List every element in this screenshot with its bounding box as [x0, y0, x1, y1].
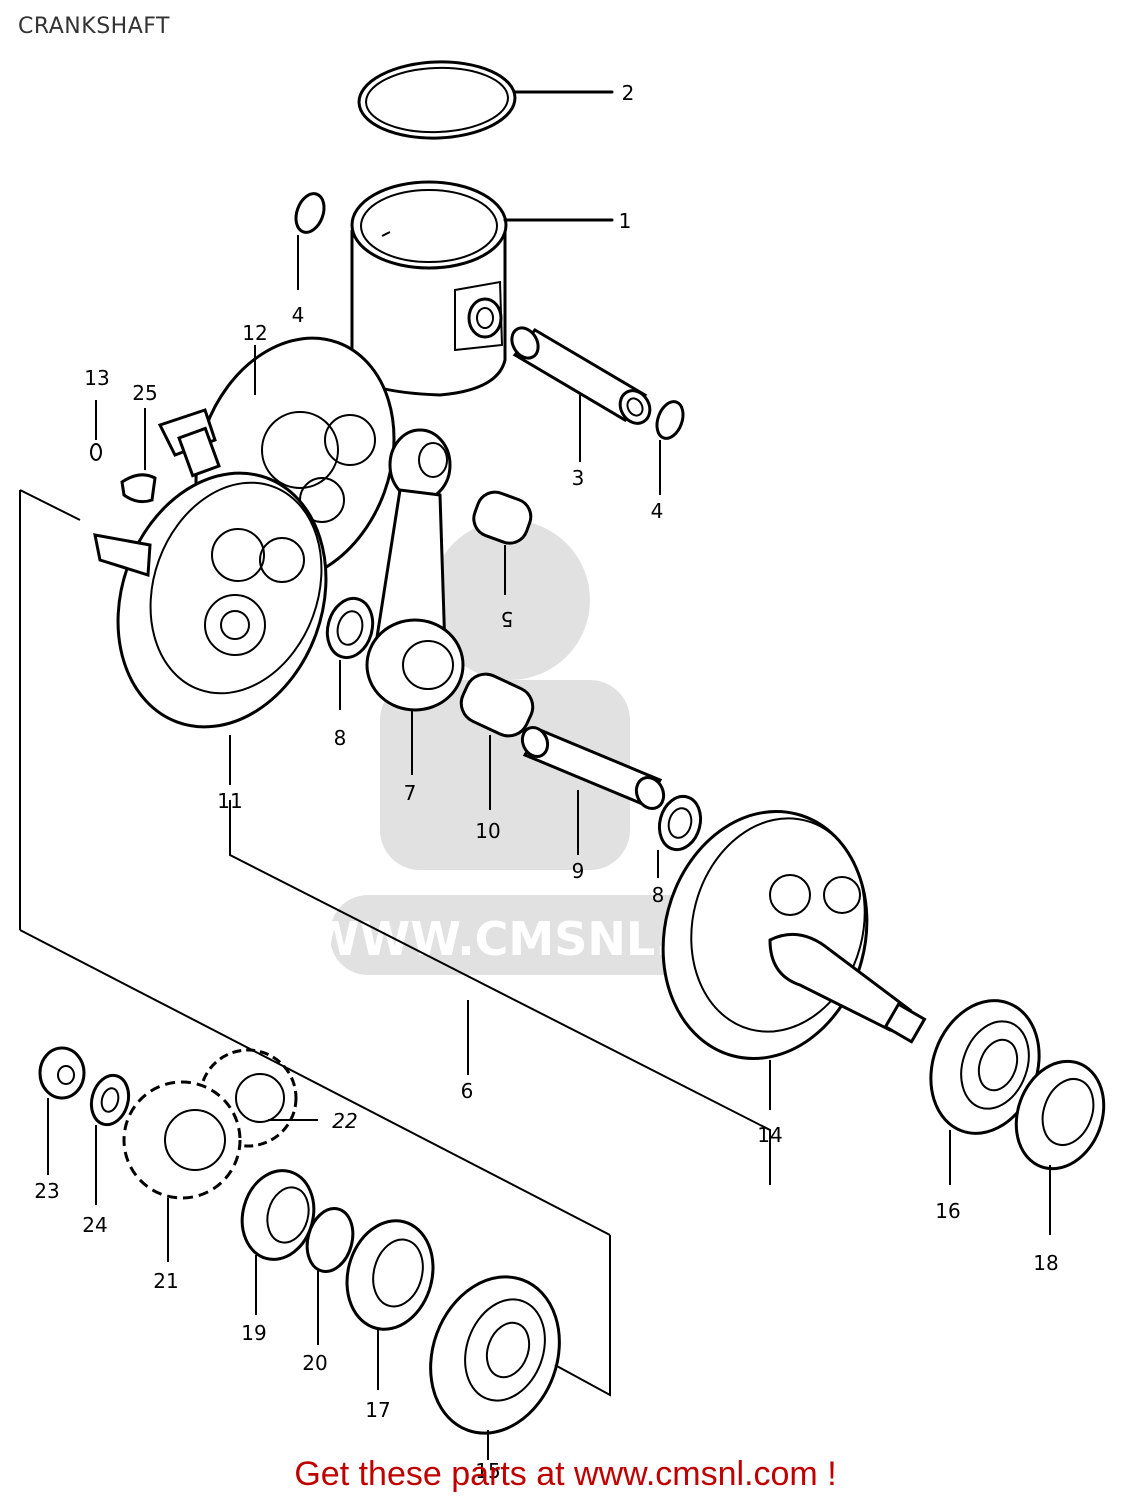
label-crank-rear: 12	[242, 321, 267, 345]
oil-seal-left	[240, 1169, 316, 1315]
label-gear-22: 22	[332, 1109, 357, 1133]
small-pin-and-key	[90, 400, 157, 504]
footer-link-text[interactable]: Get these parts at www.cmsnl.com !	[294, 1455, 837, 1493]
piston-ring	[357, 60, 614, 140]
label-crank-pin: 9	[572, 859, 585, 883]
label-piston-pin: 3	[572, 466, 585, 490]
big-end-bearing	[459, 672, 535, 810]
page-title: CRANKSHAFT	[18, 14, 170, 39]
crank-pin	[520, 725, 666, 855]
primary-gear	[122, 1048, 318, 1262]
thrust-washer-left	[325, 596, 375, 710]
label-big-end-bearing: 10	[475, 819, 500, 843]
label-circlip-top: 4	[292, 303, 305, 327]
label-seal-left: 19	[241, 1321, 266, 1345]
piston-pin	[510, 326, 652, 462]
label-washer-right: 8	[652, 883, 665, 907]
small-end-bearing	[472, 490, 533, 595]
oil-seal-center	[345, 1219, 435, 1390]
label-key: 25	[132, 381, 157, 405]
assembly-bracket	[19, 489, 771, 1397]
circlip-right	[655, 400, 685, 495]
washer	[89, 1073, 131, 1205]
label-seal-center: 17	[365, 1398, 390, 1422]
label-gear-21: 21	[153, 1269, 178, 1293]
label-assembly: 6	[461, 1079, 474, 1103]
label-nut: 23	[34, 1179, 59, 1203]
label-o-ring: 20	[302, 1351, 327, 1375]
label-seal-right: 18	[1033, 1251, 1058, 1275]
label-circlip-right: 4	[651, 499, 664, 523]
nut	[38, 1046, 86, 1175]
label-crank-right: 14	[757, 1123, 782, 1147]
label-pin: 13	[84, 366, 109, 390]
label-1-upper: 2	[622, 81, 635, 105]
label-bearing-left: 15	[475, 1459, 500, 1483]
label-crank-front: 11	[217, 789, 242, 813]
o-ring	[305, 1207, 355, 1345]
thrust-washer-right	[657, 794, 703, 878]
circlip-top	[294, 192, 326, 290]
oil-seal-right	[1014, 1059, 1106, 1235]
label-small-end-bearing: 5	[501, 607, 514, 631]
label-washer-left: 8	[334, 726, 347, 750]
part-labels: 2 1 4 3 4 12 13 25 5 8 7 11 10 9 8 6 14 …	[34, 81, 1058, 1483]
crank-half-right	[661, 810, 927, 1110]
label-washer: 24	[82, 1213, 107, 1237]
crank-half-left-front	[93, 471, 328, 785]
bearing-left	[429, 1275, 561, 1460]
connecting-rod	[365, 428, 465, 775]
label-conrod: 7	[404, 781, 417, 805]
label-bearing-right: 16	[935, 1199, 960, 1223]
label-piston: 1	[619, 209, 632, 233]
